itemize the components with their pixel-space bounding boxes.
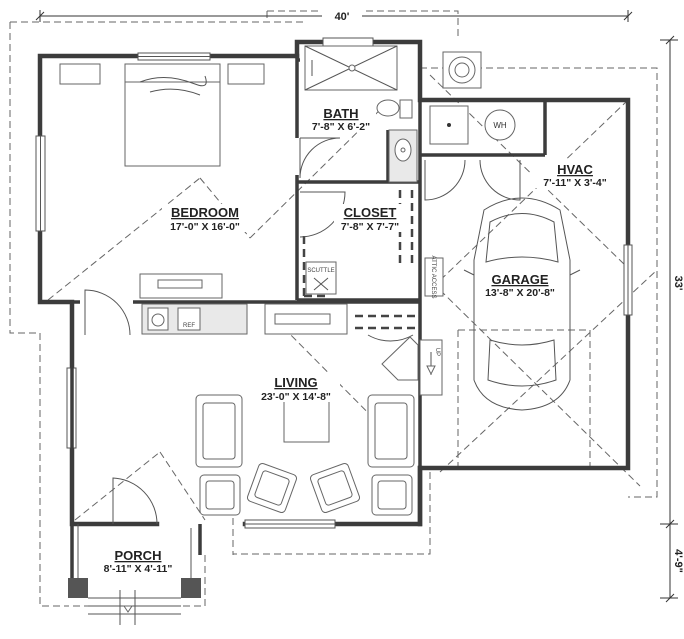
- closet-hatch: SCUTTLE: [305, 261, 337, 295]
- bedroom-size: 17'-0" X 16'-0": [170, 221, 240, 233]
- hvac-fixtures: WH: [429, 51, 516, 145]
- room-labels: BATH 7'-8" X 6'-2" BEDROOM 17'-0" X 16'-…: [96, 106, 618, 575]
- doors: [84, 137, 521, 525]
- bath-size: 7'-8" X 6'-2": [312, 121, 370, 133]
- garage-size: 13'-8" X 20'-8": [485, 287, 555, 299]
- hvac-name: HVAC: [557, 162, 593, 177]
- porch-size: 8'-11" X 4'-11": [104, 563, 173, 575]
- attic-access-label: ATTIC ACCESS: [430, 256, 436, 299]
- water-heater-label: WH: [493, 121, 507, 130]
- closet-name: CLOSET: [344, 205, 397, 220]
- stair-up: UP: [419, 339, 443, 396]
- car-outline: [463, 197, 581, 411]
- hatch-label: SCUTTLE: [307, 268, 334, 274]
- stair-up-label: UP: [434, 348, 440, 356]
- porch-depth-label: 4'-9": [672, 549, 684, 573]
- hvac-size: 7'-11" X 3'-4": [543, 177, 606, 189]
- living-name: LIVING: [274, 375, 317, 390]
- porch: [68, 524, 201, 625]
- overall-width-label: 40': [335, 11, 350, 23]
- closet-size: 7'-8" X 7'-7": [341, 221, 399, 233]
- living-size: 23'-0" X 14'-8": [261, 391, 331, 403]
- bath-name: BATH: [323, 106, 358, 121]
- living-furniture: [195, 394, 415, 516]
- kitchenette: REF: [141, 303, 348, 335]
- overall-depth-label: 33': [672, 276, 684, 291]
- garage-name: GARAGE: [491, 272, 548, 287]
- ref-label: REF: [183, 323, 195, 329]
- attic-access: ATTIC ACCESS: [424, 256, 444, 299]
- bedroom-name: BEDROOM: [171, 205, 239, 220]
- bath-fixtures: [304, 45, 418, 183]
- bedroom-furniture: [59, 63, 265, 299]
- porch-name: PORCH: [115, 548, 162, 563]
- interior-walls: [70, 42, 547, 598]
